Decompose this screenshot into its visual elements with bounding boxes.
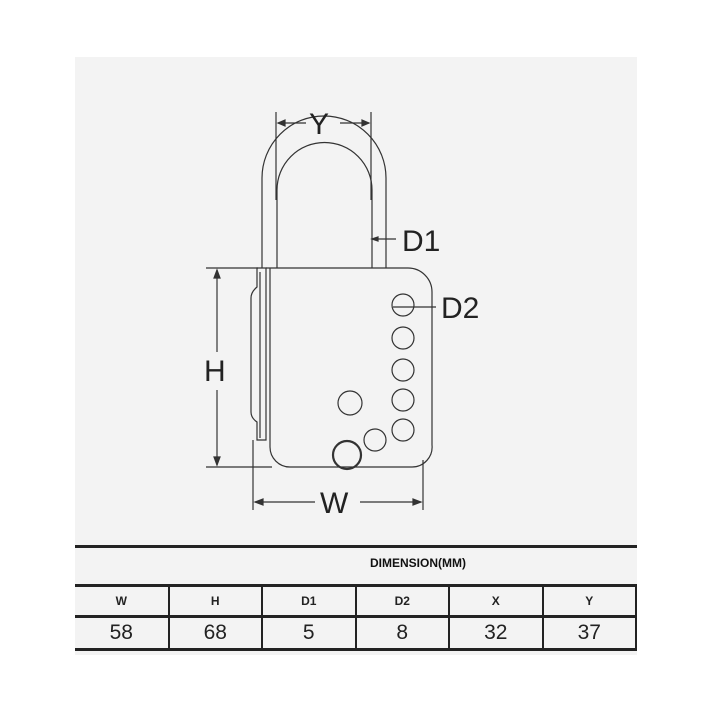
diagram-panel (75, 57, 637, 655)
hole (391, 293, 415, 317)
col-header-w: W (75, 584, 170, 618)
col-header-y: Y (541, 584, 637, 618)
hole (331, 439, 363, 471)
label-d1: D1 (402, 225, 440, 258)
table-header-row: W H D1 D2 X Y (75, 584, 637, 618)
col-header-x: X (448, 584, 544, 618)
value-d1: 5 (261, 616, 357, 651)
table-title-row: DIMENSION(MM) (75, 545, 637, 584)
hole (391, 418, 415, 442)
col-header-d2: D2 (354, 584, 450, 618)
value-y: 37 (541, 616, 637, 651)
col-header-d1: D1 (261, 584, 357, 618)
label-h: H (204, 355, 226, 388)
value-h: 68 (167, 616, 263, 651)
label-w: W (320, 487, 349, 520)
value-d2: 8 (354, 616, 450, 651)
table-row: 58 68 5 8 32 37 (75, 616, 637, 651)
dimension-table: DIMENSION(MM) W H D1 D2 X Y 58 68 5 8 32… (75, 545, 637, 651)
hole (337, 390, 363, 416)
table-title: DIMENSION(MM) (370, 556, 466, 570)
shackle-inner (276, 141, 373, 268)
col-header-h: H (167, 584, 263, 618)
label-d2: D2 (441, 292, 479, 325)
hole (391, 358, 415, 382)
lock-body (266, 267, 433, 468)
hole (391, 388, 415, 412)
hole (391, 326, 415, 350)
value-w: 58 (75, 616, 170, 651)
hole (363, 428, 387, 452)
shackle-outer (261, 115, 387, 268)
label-y: Y (309, 108, 329, 141)
value-x: 32 (448, 616, 544, 651)
